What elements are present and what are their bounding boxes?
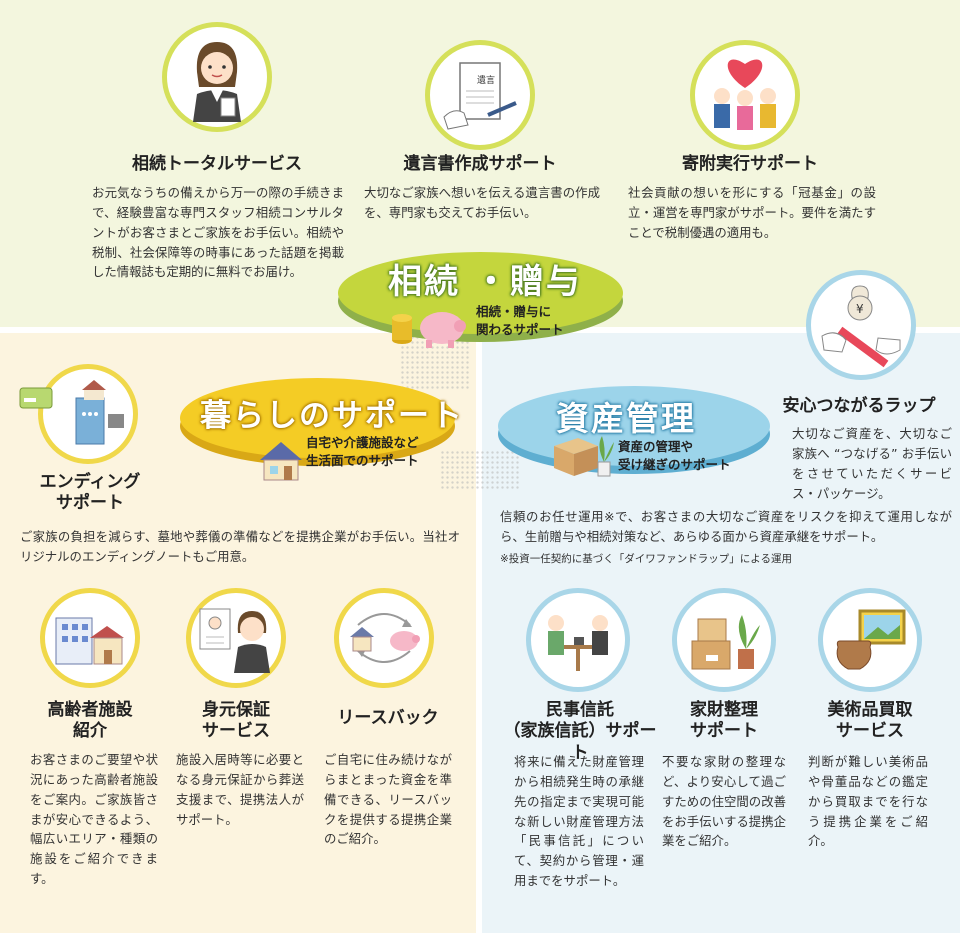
divider-vertical xyxy=(476,330,482,933)
guarantor-woman-icon xyxy=(186,588,286,688)
service-title: 高齢者施設 紹介 xyxy=(47,700,133,742)
service-description: 大切なご家族へ想いを伝える遺言書の作成を、専門家も交えてお手伝い。 xyxy=(364,185,600,220)
service-description: 大切なご資産を、大切なご家族へ “つなげる” お手伝いをさせていただくサービス・… xyxy=(792,426,952,501)
service-description: ご家族の負担を減らす、墓地や葬儀の準備などを提携企業がお手伝い。当社オリジナルの… xyxy=(20,529,460,564)
service-title: エンディング サポート xyxy=(39,472,141,514)
service-title: 美術品買取 サービス xyxy=(827,700,913,742)
service-title: 遺言書作成サポート xyxy=(403,154,557,174)
trust-footnote: ※投資一任契約に基づく「ダイワファンドラップ」による運用 xyxy=(500,553,792,565)
consultant-woman-icon xyxy=(162,22,272,132)
leaseback-cycle-icon xyxy=(334,588,434,688)
service-description: 社会貢献の想いを形にする「冠基金」の設立・運営を専門家がサポート。要件を満たすこ… xyxy=(628,185,876,240)
service-title: 寄附実行サポート xyxy=(682,154,818,174)
service-description: 将来に備えた財産管理から相続発生時の承継先の指定まで実現可能な新しい財産管理方法… xyxy=(514,754,644,889)
service-description: 不要な家財の整理など、より安心して過ごすための住空間の改善をお手伝いする提携企業… xyxy=(662,754,786,849)
hub-kurashi-ellipse xyxy=(180,378,455,458)
meeting-people-icon xyxy=(526,588,630,692)
service-title: 身元保証 サービス xyxy=(202,700,270,742)
piggy-bank-coins-icon xyxy=(390,300,470,354)
box-plant-icon xyxy=(552,432,614,482)
svg-text:¥: ¥ xyxy=(856,302,864,316)
service-title: 相続トータルサービス xyxy=(132,154,302,174)
handover-money-icon: ¥ xyxy=(806,270,916,380)
service-title: 安心つながるラップ xyxy=(782,396,936,416)
ending-note-house-icon xyxy=(38,364,138,464)
connector-dots xyxy=(440,450,520,490)
service-title: 家財整理 サポート xyxy=(690,700,758,742)
hub-shisan-ellipse xyxy=(498,386,770,466)
service-title: リースバック xyxy=(337,708,439,728)
facility-building-icon xyxy=(40,588,140,688)
hub-kurashi-title: 暮らしのサポート xyxy=(200,398,464,434)
house-icon xyxy=(256,438,306,488)
hub-souzoku-subtitle: 相続・贈与に 関わるサポート xyxy=(476,304,564,338)
service-description: 判断が難しい美術品や骨董品などの鑑定から買取までを行なう提携企業をご紹介。 xyxy=(808,754,928,849)
service-description: お客さまのご要望や状況にあった高齢者施設をご案内。ご家族皆さまが安心できるよう、… xyxy=(30,752,158,887)
credit-card-icon xyxy=(18,384,54,414)
service-title: 民事信託 （家族信託）サポート xyxy=(503,700,657,763)
svg-text:遺言: 遺言 xyxy=(477,74,495,86)
hub-souzoku-title: 相続 ・贈与 xyxy=(388,262,582,302)
service-description: 施設入居時等に必要となる身元保証から葬送支援まで、提携法人がサポート。 xyxy=(176,752,304,827)
heart-people-icon xyxy=(690,40,800,150)
boxes-plant-icon xyxy=(672,588,776,692)
service-description: お元気なうちの備えから万一の際の手続きまで、経験豊富な専門スタッフ相続コンサルタ… xyxy=(92,185,344,280)
hub-shisan-title: 資産管理 xyxy=(556,399,696,438)
will-document-pen-icon: 遺言 xyxy=(425,40,535,150)
art-vase-icon xyxy=(818,588,922,692)
hub-kurashi-subtitle: 自宅や介護施設など 生活面でのサポート xyxy=(306,435,419,469)
service-description: ご自宅に住み続けながらまとまった資金を準備できる、リースバックを提供する提携企業… xyxy=(324,752,452,847)
trust-description: 信頼のお任せ運用※で、お客さまの大切なご資産をリスクを抑えて運用しながら、生前贈… xyxy=(500,509,952,544)
hub-shisan-subtitle: 資産の管理や 受け継ぎのサポート xyxy=(618,439,731,473)
hub-souzoku-ellipse xyxy=(338,252,623,334)
